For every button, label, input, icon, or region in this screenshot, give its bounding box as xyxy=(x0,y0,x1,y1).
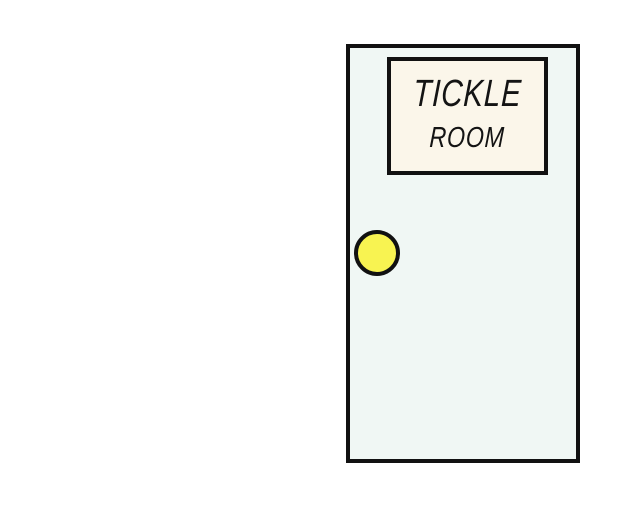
door-sign: TICKLE ROOM xyxy=(387,57,548,175)
doorknob[interactable] xyxy=(354,230,400,276)
sign-subtitle: ROOM xyxy=(429,121,506,154)
sign-title: TICKLE xyxy=(412,73,523,116)
door[interactable]: TICKLE ROOM xyxy=(346,44,580,463)
